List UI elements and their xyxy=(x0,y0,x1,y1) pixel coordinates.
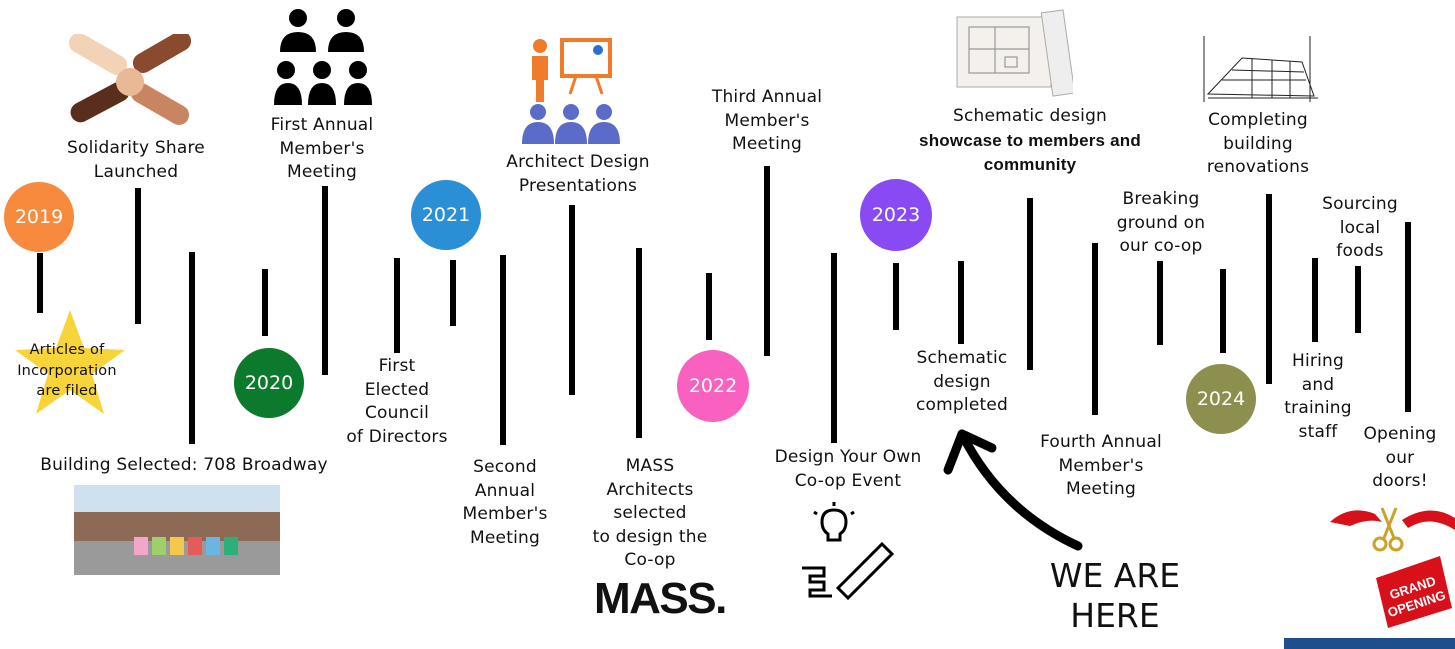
timeline-bar xyxy=(500,255,506,445)
people-group-icon xyxy=(274,9,372,105)
timeline-bar xyxy=(958,261,964,344)
timeline-bar xyxy=(394,258,400,353)
completing-reno-label: Completing building renovations xyxy=(1206,110,1310,177)
timeline-bar xyxy=(450,260,456,326)
year-2023-circle: 2023 xyxy=(860,179,932,251)
star-icon xyxy=(15,310,125,414)
mass-logo: MASS. xyxy=(594,574,727,623)
timeline-bar xyxy=(322,186,328,375)
timeline-bar xyxy=(135,188,141,324)
breaking-ground-label: Breaking ground on our co-op xyxy=(1116,189,1206,256)
year-2022-circle: 2022 xyxy=(677,350,749,422)
we-are-here-label: WE ARE HERE xyxy=(1049,556,1181,635)
fourth-annual-label: Fourth Annual Member's Meeting xyxy=(1040,432,1162,499)
hiring-label: Hiring and training staff xyxy=(1284,351,1352,442)
building-label: Building Selected: 708 Broadway xyxy=(40,455,328,475)
timeline-bar xyxy=(1092,243,1098,415)
year-2024-circle: 2024 xyxy=(1186,364,1256,434)
timeline-bar xyxy=(1157,261,1163,345)
timeline-bar xyxy=(1220,269,1226,353)
first-elected-label: First Elected Council of Directors xyxy=(346,356,448,447)
building-photo xyxy=(74,485,280,575)
timeline-bar xyxy=(1355,266,1361,333)
timeline-bar xyxy=(636,248,642,438)
year-2020-circle: 2020 xyxy=(234,348,304,418)
presenter-icon xyxy=(522,38,620,144)
timeline-bar xyxy=(893,263,899,330)
timeline-bar xyxy=(569,205,575,395)
second-annual-label: Second Annual Member's Meeting xyxy=(462,457,548,548)
blueprint-icon xyxy=(956,9,1073,97)
arrow-icon xyxy=(943,429,1083,551)
timeline-bar xyxy=(37,253,43,313)
lightbulb-pencil-icon xyxy=(802,502,895,601)
sourcing-label: Sourcing local foods xyxy=(1322,194,1398,261)
timeline-bar xyxy=(831,253,837,443)
schematic-showcase-label-2: showcase to members and community xyxy=(919,131,1141,174)
building-sketch-icon xyxy=(1203,36,1318,102)
timeline-bar xyxy=(1027,198,1033,370)
timeline-bar xyxy=(262,269,268,336)
year-2019-circle: 2019 xyxy=(4,182,74,252)
timeline-bar xyxy=(189,252,195,444)
timeline-bar xyxy=(1405,222,1411,412)
ribbon-scissors-icon: GRAND OPENING xyxy=(1330,507,1455,628)
opening-label: Opening our doors! xyxy=(1363,424,1437,491)
timeline-bar xyxy=(1266,194,1272,384)
architect-pres-label: Architect Design Presentations xyxy=(506,152,650,196)
first-annual-label: First Annual Member's Meeting xyxy=(270,115,374,182)
timeline-bar xyxy=(706,273,712,340)
hands-icon xyxy=(68,34,192,125)
mass-selected-label: MASS Architects selected to design the C… xyxy=(592,456,708,570)
solidarity-label: Solidarity Share Launched xyxy=(67,138,205,182)
third-annual-label: Third Annual Member's Meeting xyxy=(711,87,823,154)
timeline-bar xyxy=(1312,258,1318,342)
schematic-showcase-label: Schematic design xyxy=(952,106,1108,126)
schematic-completed-label: Schematic design completed xyxy=(916,348,1008,415)
articles-label: Articles of Incorporation are filed xyxy=(17,342,117,399)
timeline-bar xyxy=(764,166,770,356)
year-2021-circle: 2021 xyxy=(411,180,481,250)
corner-banner xyxy=(1284,638,1455,649)
design-event-label: Design Your Own Co-op Event xyxy=(774,447,922,491)
